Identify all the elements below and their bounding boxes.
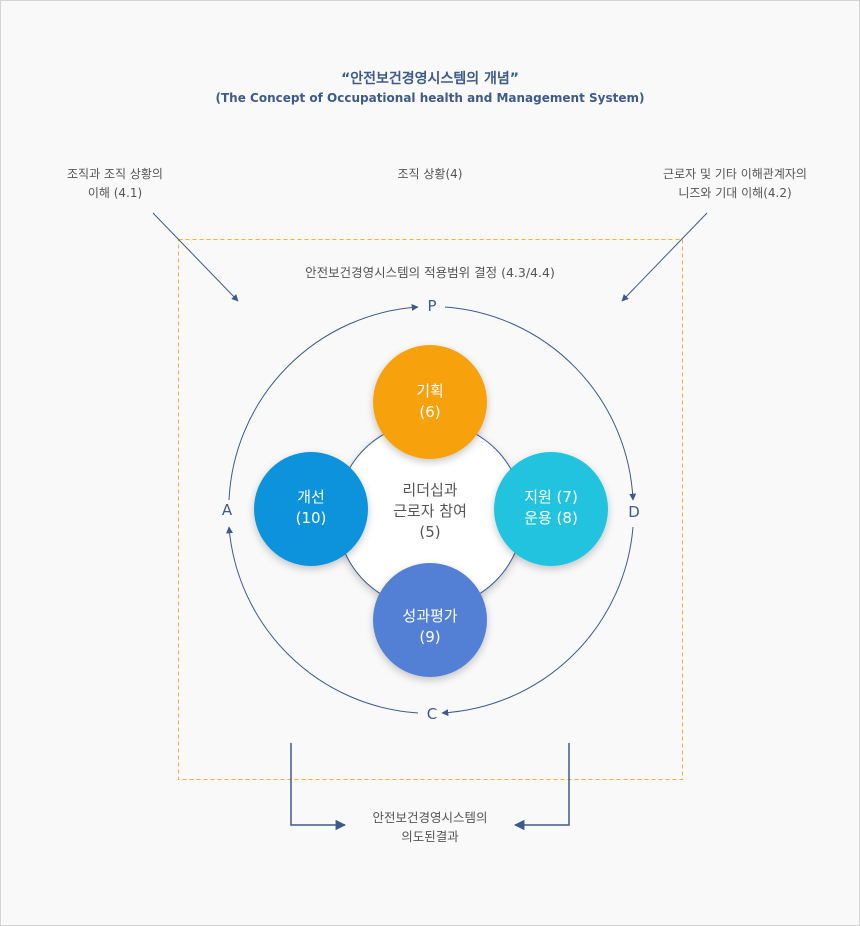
right-output-arrow: [513, 743, 570, 831]
pdca-arc-a-to-p: [228, 303, 419, 501]
input-right-line2: 니즈와 기대 이해(4.2): [678, 186, 792, 200]
evaluation-label: 성과평가 (9): [370, 606, 490, 648]
pdca-label-d: D: [628, 503, 640, 521]
improvement-line2: (10): [295, 509, 327, 527]
center-line1: 리더십과: [402, 481, 458, 499]
pdca-label-a: A: [221, 501, 233, 519]
left-input-arrow: [152, 212, 239, 302]
input-left-line2: 이해 (4.1): [87, 186, 143, 200]
result-line2: 의도된결과: [401, 829, 459, 844]
input-right-line1: 근로자 및 기타 이해관계자의: [663, 167, 807, 181]
improvement-line1: 개선: [297, 488, 325, 506]
planning-label: 기획 (6): [370, 381, 490, 423]
diagram-title: “안전보건경영시스템의 개념”: [341, 71, 519, 87]
improvement-circle: [254, 452, 368, 566]
evaluation-line1: 성과평가: [402, 607, 458, 625]
center-label: 리더십과 근로자 참여 (5): [370, 480, 490, 543]
planning-circle: [373, 345, 487, 459]
right-input-arrow: [621, 212, 708, 302]
improvement-label: 개선 (10): [251, 487, 371, 529]
pdca-label-p: P: [427, 297, 437, 315]
pdca-label-c: C: [426, 705, 438, 723]
scope-label: 안전보건경영시스템의 적용범위 결정 (4.3/4.4): [305, 265, 555, 280]
result-label: 안전보건경영시스템의 의도된결과: [330, 808, 530, 846]
input-left-label: 조직과 조직 상황의 이해 (4.1): [40, 165, 190, 203]
pdca-arc-d-to-c: [441, 526, 634, 717]
result-line1: 안전보건경영시스템의: [372, 810, 488, 825]
evaluation-line2: (9): [419, 628, 441, 646]
pdca-arc-c-to-a: [226, 526, 419, 714]
planning-line2: (6): [419, 403, 441, 421]
support-line2: 운용 (8): [524, 509, 578, 527]
support-label: 지원 (7) 운용 (8): [491, 487, 611, 529]
center-line2: 근로자 참여: [393, 502, 467, 520]
scope-dashed-box: [178, 239, 683, 780]
input-left-line1: 조직과 조직 상황의: [67, 167, 163, 181]
input-center-label: 조직 상황(4): [397, 167, 463, 181]
center-line3: (5): [419, 523, 441, 541]
evaluation-circle: [373, 563, 487, 677]
left-output-arrow: [290, 743, 347, 831]
input-right-label: 근로자 및 기타 이해관계자의 니즈와 기대 이해(4.2): [635, 165, 835, 203]
pdca-arc-p-to-d: [444, 306, 637, 501]
support-line1: 지원 (7): [524, 488, 578, 506]
diagram-subtitle: (The Concept of Occupational health and …: [215, 91, 645, 105]
support-circle: [494, 452, 608, 566]
planning-line1: 기획: [416, 382, 444, 400]
